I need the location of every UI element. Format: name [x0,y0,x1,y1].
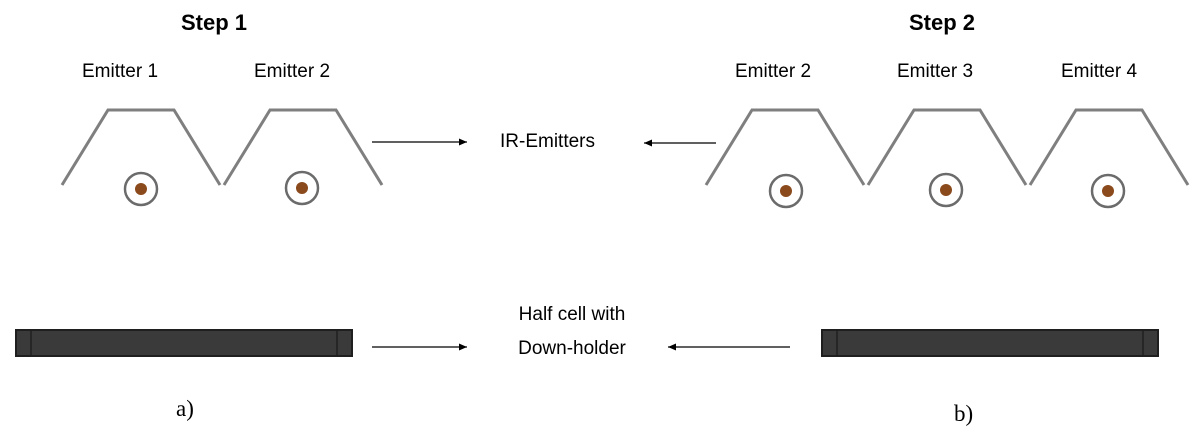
lamp-emitter-1 [123,171,159,207]
reflector-emitter-2-a [222,108,384,186]
emitter-4-label: Emitter 4 [1061,61,1138,82]
step-2-title: Step 2 [909,10,976,35]
sublabel-a: a) [176,396,194,421]
reflectors-step-2 [704,108,1190,186]
sublabel-b: b) [954,401,974,426]
lamps-step-2 [768,172,1126,209]
lamp-emitter-4 [1090,173,1126,209]
step-1-title: Step 1 [181,10,248,35]
arrows [372,138,790,351]
lamps-step-1 [123,170,320,207]
emitter-1-label: Emitter 1 [82,61,159,82]
half-cell-label-line2: Down-holder [518,338,626,359]
reflector-emitter-3 [866,108,1028,186]
half-cell-step-1 [15,329,353,357]
lamp-emitter-2-a [284,170,320,206]
reflector-emitter-2-b [704,108,866,186]
lamp-emitter-3 [928,172,964,208]
lamp-emitter-2-b [768,173,804,209]
emitter-2-label-a: Emitter 2 [254,61,331,82]
ir-emitters-label: IR-Emitters [500,131,595,152]
reflector-emitter-4 [1028,108,1190,186]
emitter-3-label: Emitter 3 [897,61,974,82]
half-cell-label-line1: Half cell with [518,304,626,325]
reflectors-step-1 [60,108,384,186]
emitter-2-label-b: Emitter 2 [735,61,812,82]
half-cell-step-2 [821,329,1159,357]
reflector-emitter-1 [60,108,222,186]
